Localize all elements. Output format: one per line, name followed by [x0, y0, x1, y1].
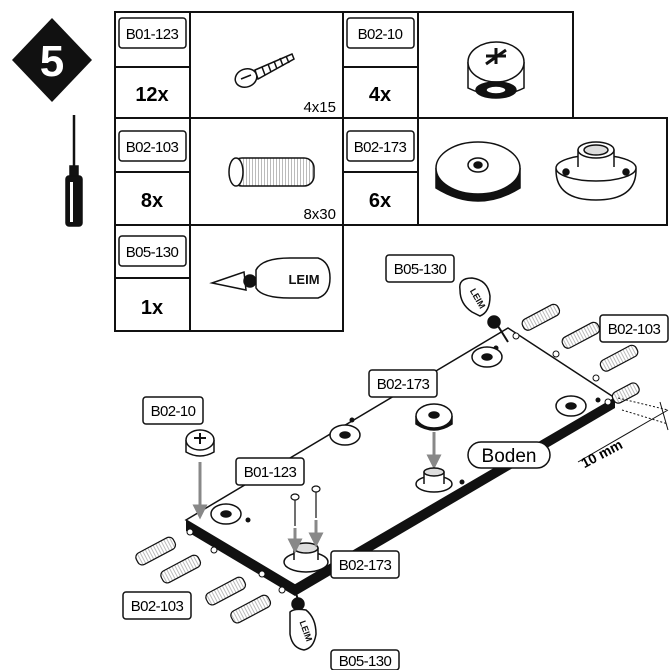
measurement-indicator [577, 397, 669, 463]
dowel-holes-left [186, 528, 286, 594]
glide-feet-on-board [210, 346, 587, 525]
glue-bottle-bottom: LEIM [289, 585, 317, 651]
step-number: 5 [40, 37, 64, 86]
callout-dowels-left: B02-103 [131, 598, 184, 615]
part-qty: 4x [369, 84, 391, 106]
part-code: B02-173 [354, 139, 407, 156]
part-code: B02-10 [358, 26, 403, 43]
part-card-glide-foot: B02-173 6x [354, 139, 637, 212]
part-dim: 4x15 [303, 99, 336, 116]
part-qty: 12x [135, 84, 168, 106]
callout-glide-bottom: B02-173 [339, 557, 392, 574]
callout-cam-left: B02-10 [151, 403, 196, 420]
callout-glue-bottom: B05-130 [339, 653, 392, 670]
dowels-left [135, 536, 272, 624]
screw-pair [287, 485, 324, 554]
cam-lock-icon [467, 41, 525, 99]
part-code: B05-130 [126, 244, 179, 261]
part-card-screw: B01-123 12x 4x15 [126, 26, 336, 116]
board-label: Boden [467, 441, 551, 469]
dowel-holes-right [512, 332, 612, 406]
threaded-insert-icon [555, 141, 637, 201]
screwdriver-icon [65, 115, 83, 227]
glide-foot-exploded [415, 403, 453, 493]
part-dim: 8x30 [303, 206, 336, 223]
measurement-label: 10 mm [578, 436, 625, 471]
board-holes [245, 345, 601, 523]
glue-label: LEIM [288, 272, 319, 287]
glide-foot-icon [435, 141, 521, 202]
part-code: B02-103 [126, 139, 179, 156]
part-code: B01-123 [126, 26, 179, 43]
step-badge: 5 [12, 18, 92, 102]
glue-bottle-top: LEIM [459, 277, 509, 343]
callout-glue-top: B05-130 [394, 261, 447, 278]
part-qty: 8x [141, 190, 163, 212]
board-label-text: Boden [482, 446, 537, 467]
callout-screws: B01-123 [244, 464, 297, 481]
dowel-icon [228, 157, 315, 187]
screw-icon [234, 53, 295, 89]
glue-bottle-icon: LEIM [209, 257, 331, 299]
parts-table [114, 11, 668, 332]
cam-lock-exploded [185, 429, 215, 520]
callout-glide-middle: B02-173 [377, 376, 430, 393]
part-qty: 6x [369, 190, 391, 212]
part-card-glue: B05-130 1x LEIM [126, 244, 331, 319]
part-card-dowel: B02-103 8x 8x30 [126, 139, 336, 223]
callout-dowels-right: B02-103 [608, 321, 661, 338]
part-card-cam-lock: B02-10 4x [358, 26, 525, 106]
part-qty: 1x [141, 297, 163, 319]
